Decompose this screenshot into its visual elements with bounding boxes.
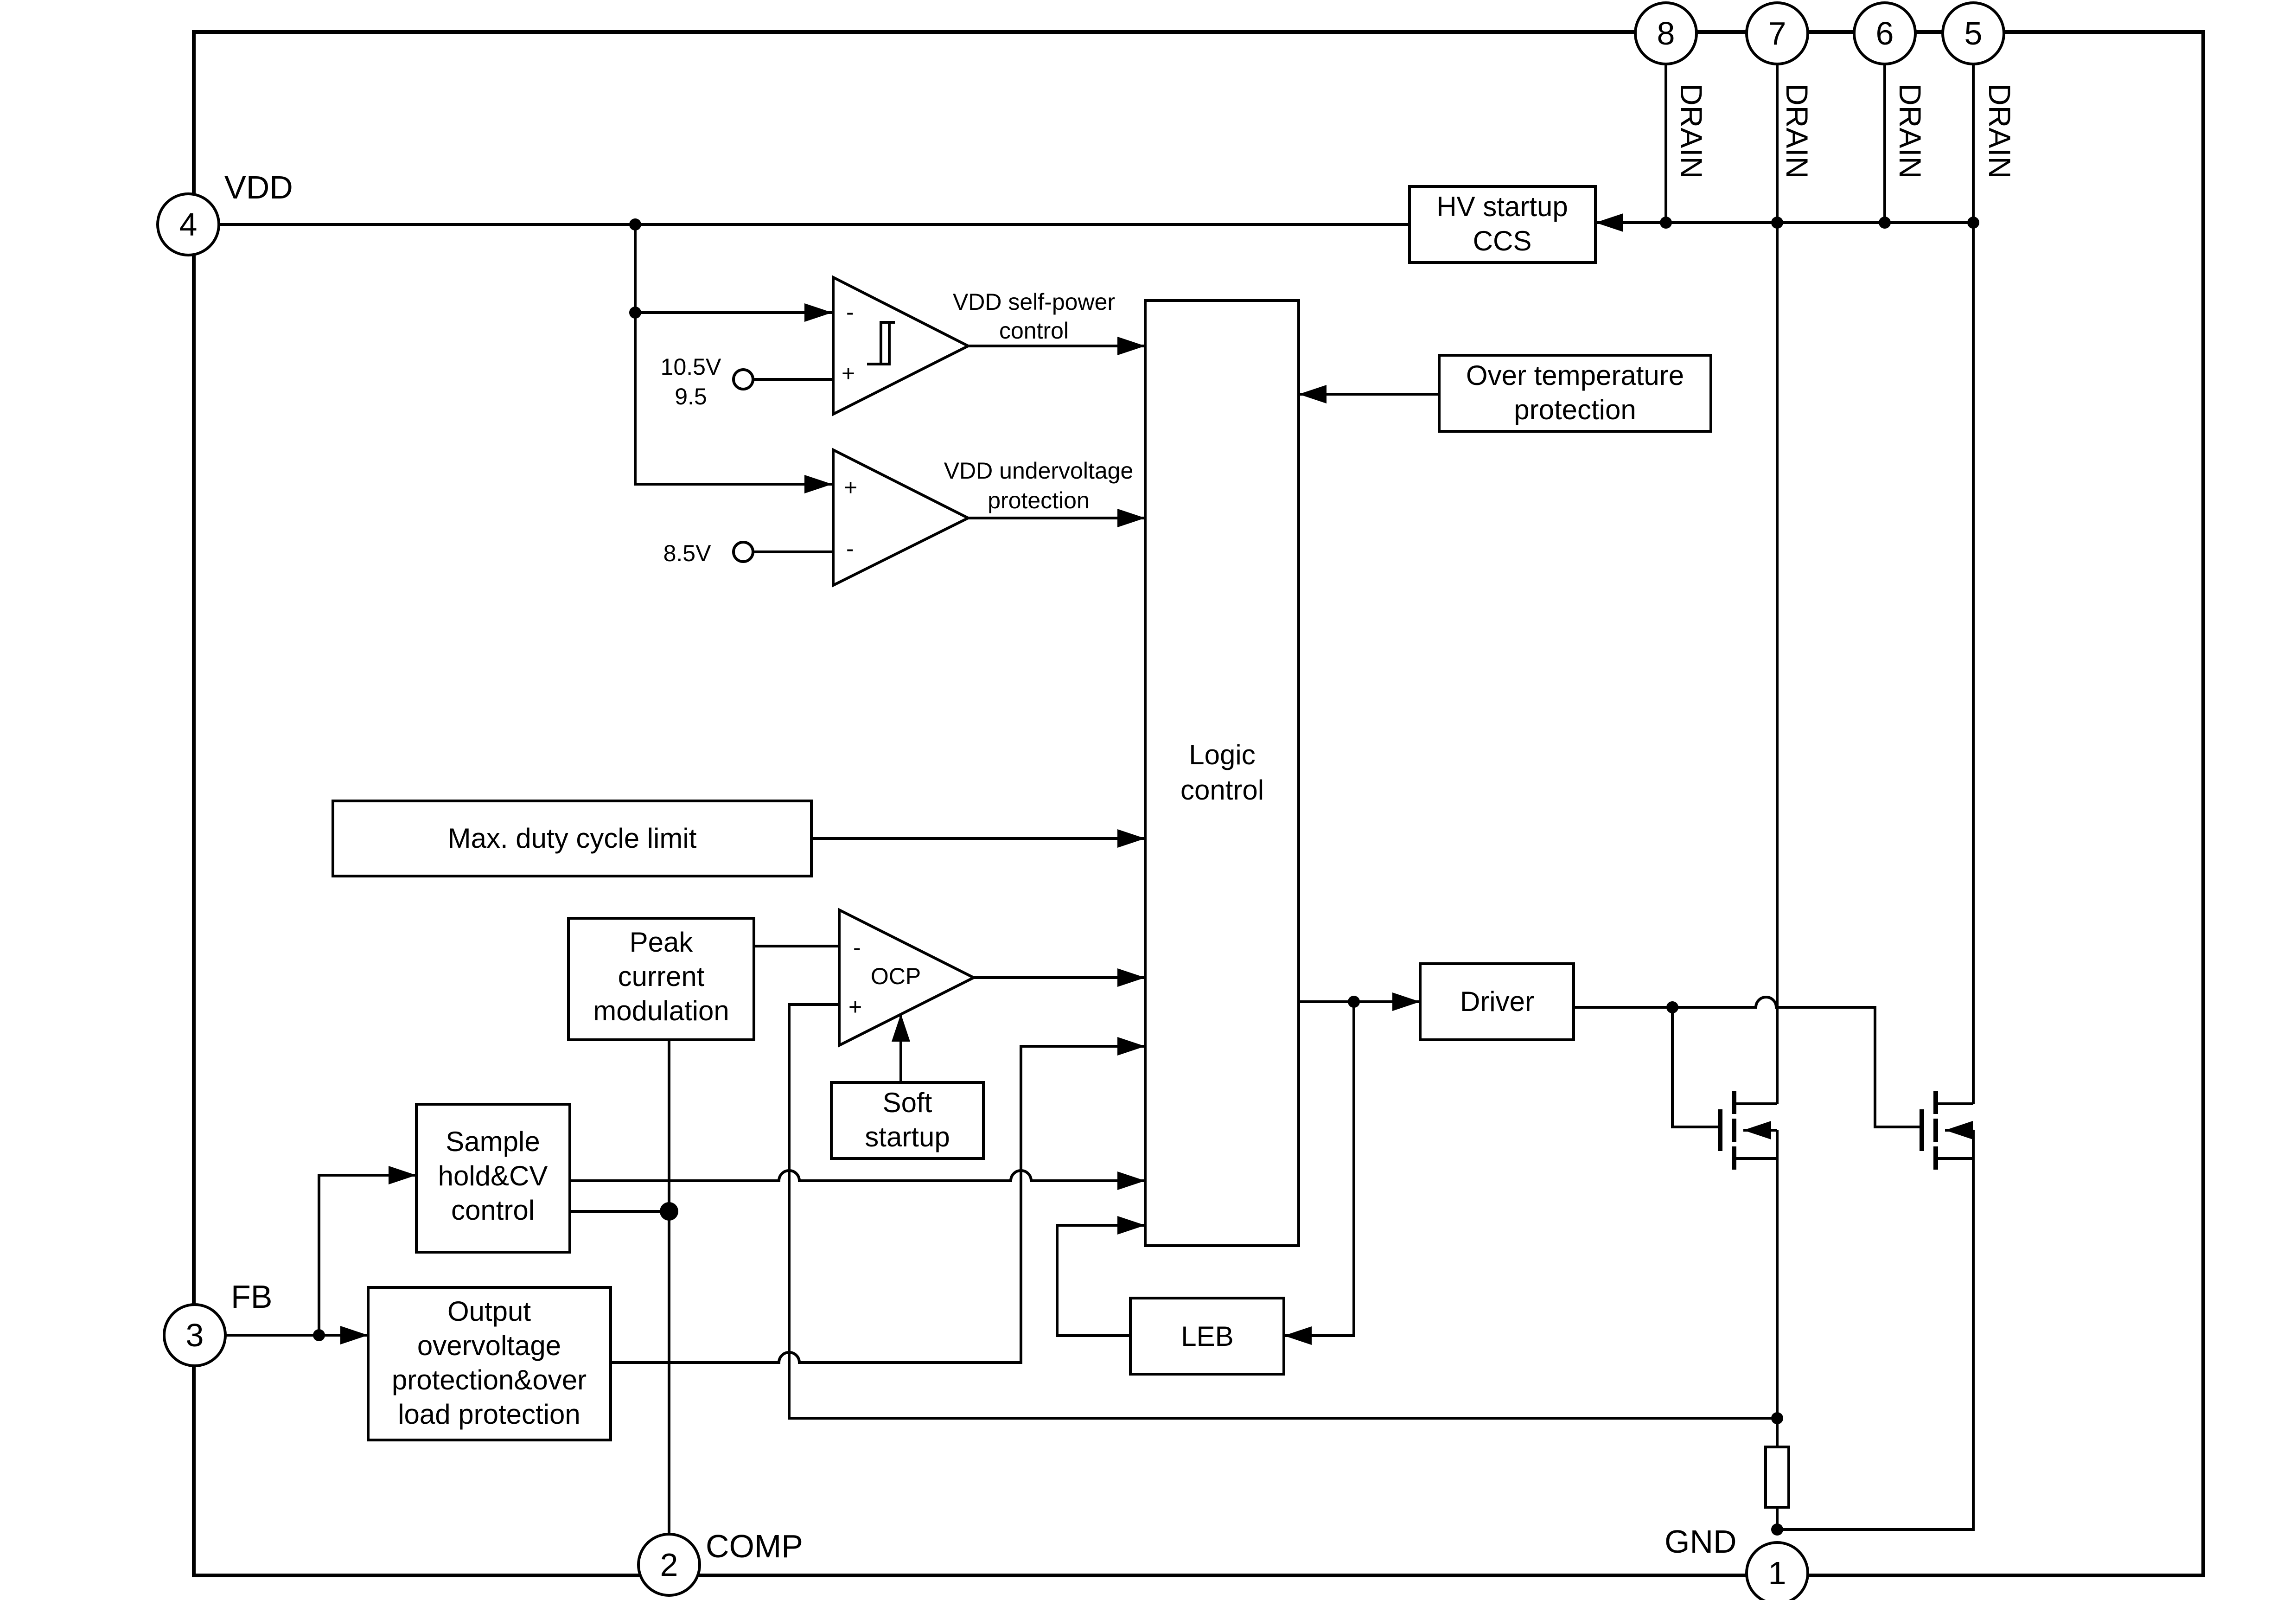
- ocp-comparator: - + OCP: [838, 908, 977, 1048]
- pin-4: 4: [156, 192, 220, 256]
- pin-4-number: 4: [179, 206, 198, 243]
- over-temp-label-1: Over temperature: [1466, 360, 1684, 391]
- pin-6: 6: [1853, 1, 1917, 65]
- gnd-label: GND: [1665, 1523, 1737, 1560]
- pin-1: 1: [1745, 1541, 1809, 1600]
- uvp-label-2: protection: [988, 487, 1090, 513]
- uvp-plus: +: [844, 474, 857, 500]
- soft-label-1: Soft: [883, 1087, 932, 1118]
- over-temp-label-2: protection: [1514, 394, 1636, 425]
- ovp-label-2: overvoltage: [417, 1330, 561, 1361]
- logic-label-1: Logic: [1189, 739, 1255, 770]
- pin-7-number: 7: [1768, 15, 1786, 51]
- comp-label: COMP: [706, 1528, 803, 1564]
- ovp-label-1: Output: [447, 1296, 531, 1327]
- peak-label-2: current: [618, 961, 705, 992]
- self-power-minus: -: [846, 299, 854, 325]
- uvp-label-1: VDD undervoltage: [944, 458, 1134, 484]
- hv-startup-label-2: CCS: [1473, 225, 1532, 256]
- logic-control-box: [1144, 299, 1300, 1247]
- self-power-plus: +: [842, 360, 855, 386]
- self-power-label-2: control: [999, 318, 1069, 344]
- mosfet-left: [1718, 1091, 1777, 1170]
- driver-box: [1419, 962, 1575, 1041]
- ref-10-5v-terminal: [732, 368, 754, 390]
- ref-10-5v: 10.5V: [661, 354, 721, 380]
- soft-startup-box: [830, 1081, 985, 1160]
- max-duty-label: Max. duty cycle limit: [448, 823, 697, 854]
- peak-label-1: Peak: [630, 927, 694, 958]
- logic-label-2: control: [1180, 774, 1264, 806]
- pin-2: 2: [637, 1533, 701, 1597]
- drain-label-6: DRAIN: [1893, 83, 1927, 179]
- uvp-minus: -: [846, 536, 854, 562]
- ref-8-5v: 8.5V: [663, 540, 712, 566]
- chip-outline: [192, 30, 2205, 1577]
- ocp-plus: +: [848, 994, 862, 1020]
- sample-label-1: Sample: [446, 1126, 540, 1157]
- pin-7: 7: [1745, 1, 1809, 65]
- pin-1-number: 1: [1768, 1555, 1786, 1591]
- sense-resistor: [1764, 1446, 1790, 1509]
- pin-5-number: 5: [1964, 15, 1983, 51]
- pin-2-number: 2: [660, 1547, 678, 1583]
- ocp-minus: -: [853, 934, 861, 960]
- hysteresis-icon: [867, 321, 895, 365]
- ref-8-5v-terminal: [732, 541, 754, 563]
- pin-6-number: 6: [1876, 15, 1894, 51]
- uvp-comparator: + -: [832, 448, 971, 588]
- sample-label-2: hold&CV: [438, 1160, 548, 1191]
- pin-8: 8: [1634, 1, 1698, 65]
- self-power-label-1: VDD self-power: [953, 289, 1115, 315]
- ocp-label: OCP: [871, 963, 921, 989]
- ovp-label-3: protection&over: [392, 1364, 587, 1395]
- self-power-comparator: - +: [832, 275, 971, 416]
- ref-9-5: 9.5: [675, 384, 707, 410]
- drain-label-5: DRAIN: [1983, 83, 2017, 179]
- pin-3: 3: [163, 1303, 227, 1367]
- drain-label-7: DRAIN: [1780, 83, 1814, 179]
- peak-label-3: modulation: [593, 995, 729, 1026]
- sample-hold-box: [415, 1103, 571, 1254]
- pin-8-number: 8: [1657, 15, 1675, 51]
- soft-label-2: startup: [865, 1121, 950, 1152]
- vdd-label: VDD: [224, 169, 293, 205]
- pin-5: 5: [1941, 1, 2005, 65]
- leb-label: LEB: [1181, 1321, 1233, 1352]
- ovp-label-4: load protection: [398, 1399, 580, 1430]
- over-temperature-box: [1438, 354, 1712, 433]
- fb-label: FB: [231, 1279, 272, 1315]
- driver-label: Driver: [1460, 986, 1534, 1017]
- peak-current-box: [567, 917, 755, 1041]
- drain-label-8: DRAIN: [1674, 83, 1709, 179]
- mosfet-right: [1920, 1091, 1973, 1170]
- pin-3-number: 3: [186, 1317, 204, 1353]
- hv-startup-label-1: HV startup: [1436, 191, 1568, 222]
- sample-label-3: control: [451, 1195, 535, 1226]
